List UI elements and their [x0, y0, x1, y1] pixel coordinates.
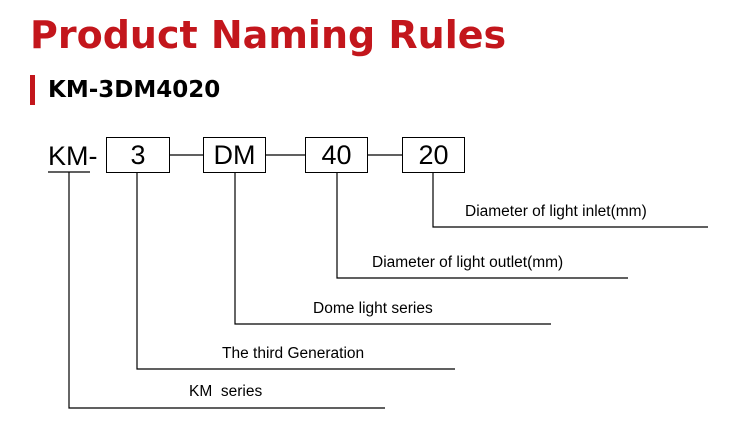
leader-series	[68, 172, 385, 409]
leader-inlet	[432, 173, 708, 228]
code-segment-series-type: DM	[203, 137, 266, 173]
label-dome: Dome light series	[313, 300, 433, 317]
leader-dome	[234, 173, 551, 325]
label-outlet: Diameter of light outlet(mm)	[372, 254, 564, 271]
code-segment-generation: 3	[106, 137, 170, 173]
label-series: KM series	[189, 383, 263, 400]
label-inlet: Diameter of light inlet(mm)	[465, 203, 647, 220]
code-segment-inlet: 20	[402, 137, 465, 173]
subtitle-accent-bar	[30, 75, 35, 105]
model-code-heading: KM-3DM4020	[48, 77, 221, 103]
code-prefix: KM-	[48, 141, 98, 171]
leader-outlet	[336, 173, 628, 279]
code-segment-outlet: 40	[305, 137, 368, 173]
page-title: Product Naming Rules	[30, 13, 507, 57]
leader-generation	[136, 173, 455, 370]
label-generation: The third Generation	[222, 345, 365, 362]
